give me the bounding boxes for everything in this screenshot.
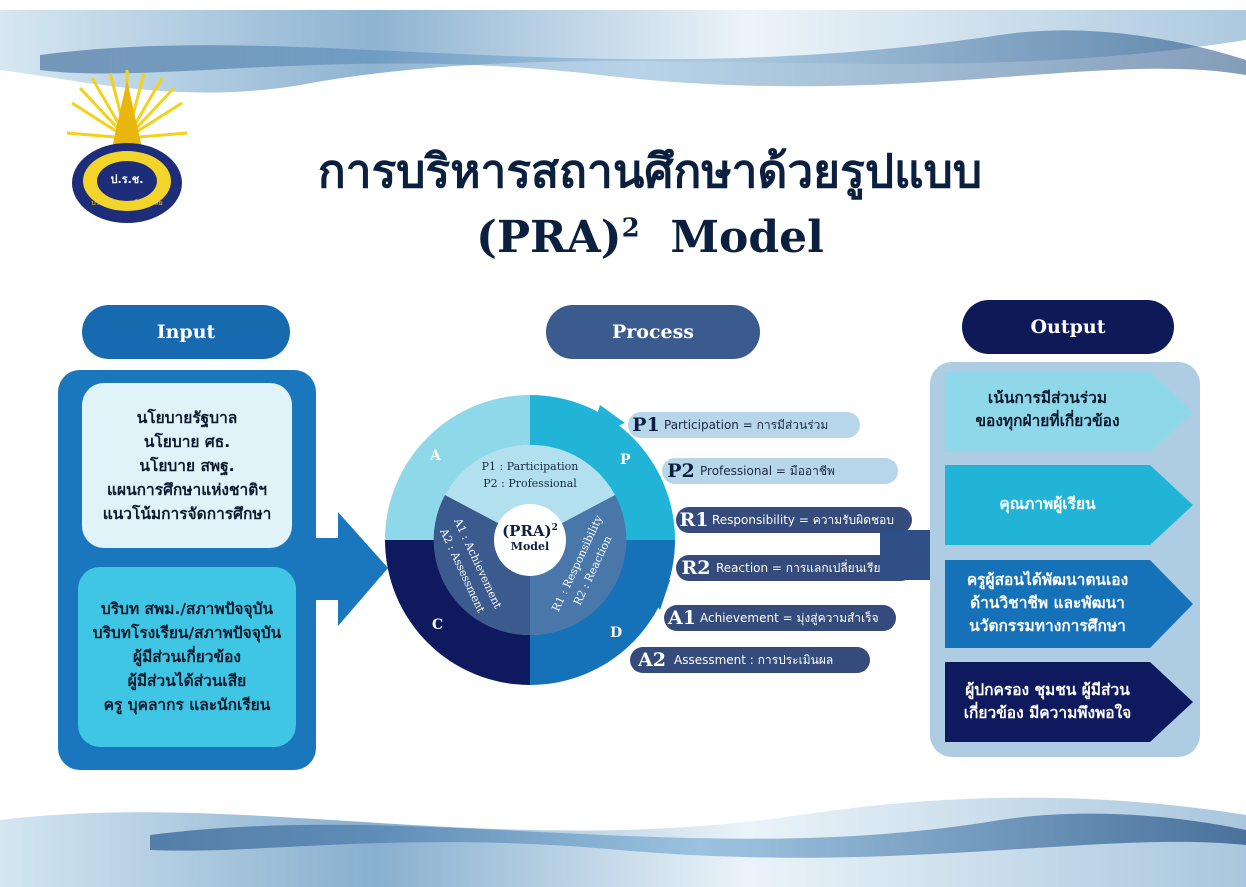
output-header: Output xyxy=(962,300,1174,354)
output-item-4: ผู้ปกครอง ชุมชน ผู้มีส่วน เกี่ยวข้อง มีค… xyxy=(945,679,1150,725)
pra-cycle-diagram xyxy=(385,395,675,685)
process-item-code: P1 xyxy=(632,414,660,436)
input-box-context: บริบท สพม./สภาพปัจจุบัน บริบทโรงเรียน/สภ… xyxy=(78,567,296,747)
output-chevron-2 xyxy=(945,465,1193,545)
process-item-p2: P2 Professional = มืออาชีพ xyxy=(662,458,898,484)
output-chevron-3 xyxy=(945,560,1193,648)
page-title: การบริหารสถานศึกษาด้วยรูปแบบ xyxy=(317,144,983,198)
input-box-policies: นโยบายรัฐบาล นโยบาย ศธ. นโยบาย สพฐ. แผนก… xyxy=(82,383,292,548)
output-item-1: เน้นการมีส่วนร่วม ของทุกฝ่ายที่เกี่ยวข้อ… xyxy=(945,387,1150,433)
title-model: Model xyxy=(670,212,824,263)
center-circle xyxy=(494,504,566,576)
process-item-code: R1 xyxy=(679,509,709,531)
output-item-1-line-2: ของทุกฝ่ายที่เกี่ยวข้อง xyxy=(975,412,1120,430)
process-item-label: Professional = มืออาชีพ xyxy=(700,463,835,478)
center-pra: (PRA) xyxy=(502,522,552,540)
output-item-2-line-1: คุณภาพผู้เรียน xyxy=(999,495,1096,513)
input-context-5: ครู บุคลากร และนักเรียน xyxy=(103,696,271,714)
process-item-label: Reaction = การแลกเปลี่ยนเรียนรู้ xyxy=(716,560,896,575)
input-policy-3: นโยบาย สพฐ. xyxy=(139,456,235,475)
process-item-label: Participation = การมีส่วนร่วม xyxy=(664,417,829,432)
center-superscript: 2 xyxy=(551,523,558,533)
process-header: Process xyxy=(546,305,760,359)
input-policy-5: แนวโน้มการจัดการศึกษา xyxy=(102,504,272,523)
process-item-r2: R2 Reaction = การแลกเปลี่ยนเรียนรู้ xyxy=(676,555,914,581)
input-policy-1: นโยบายรัฐบาล xyxy=(136,408,238,427)
logo-ring-text: ปรินส์รอยแยลส์วิทยาลัย xyxy=(91,199,163,207)
school-logo-emblem xyxy=(66,70,188,223)
process-item-code: R2 xyxy=(681,557,711,579)
output-item-3-line-1: ครูผู้สอนได้พัฒนาตนเอง xyxy=(966,571,1129,589)
output-item-2: คุณภาพผู้เรียน xyxy=(945,493,1150,516)
process-item-code: A2 xyxy=(638,649,666,671)
output-item-4-line-2: เกี่ยวข้อง มีความพึงพอใจ xyxy=(963,704,1132,722)
quadrant-c-label: C xyxy=(432,617,444,633)
process-item-r1: R1 Responsibility = ความรับผิดชอบ xyxy=(676,507,912,533)
quadrant-p-label: P xyxy=(620,452,631,468)
quadrant-p-arc xyxy=(530,395,675,540)
quadrant-c-arc xyxy=(385,540,530,685)
process-item-code: A1 xyxy=(668,607,696,629)
inner-top-text: P1 : Participation P2 : Professional xyxy=(465,458,595,492)
process-item-label: Achievement = มุ่งสู่ความสำเร็จ xyxy=(700,610,879,625)
inner-top-line-2: P2 : Professional xyxy=(483,477,577,490)
process-item-a1: A1 Achievement = มุ่งสู่ความสำเร็จ xyxy=(664,605,896,631)
process-item-label: Assessment : การประเมินผล xyxy=(674,652,834,667)
output-item-3-line-3: นวัตกรรมทางการศึกษา xyxy=(969,617,1126,635)
page-subtitle: (PRA)2 Model xyxy=(200,212,1100,263)
inner-top-piece xyxy=(445,444,615,540)
output-item-1-line-1: เน้นการมีส่วนร่วม xyxy=(987,389,1108,407)
input-policy-2: นโยบาย ศธ. xyxy=(143,432,231,451)
output-chevron-4 xyxy=(945,662,1193,742)
title-pra: (PRA) xyxy=(476,212,622,263)
input-policy-4: แผนการศึกษาแห่งชาติฯ xyxy=(107,480,267,499)
logo-text: ป.ร.ช. xyxy=(110,173,144,186)
process-item-p1: P1 Participation = การมีส่วนร่วม xyxy=(628,412,860,438)
output-chevrons xyxy=(945,372,1193,742)
output-item-3-line-2: ด้านวิชาชีพ และพัฒนา xyxy=(970,594,1125,612)
input-context-4: ผู้มีส่วนได้ส่วนเสีย xyxy=(127,672,247,690)
input-to-process-arrow xyxy=(300,512,388,626)
input-context-2: บริบทโรงเรียน/สภาพปัจจุบัน xyxy=(92,624,282,642)
quadrant-a-arc xyxy=(385,395,530,540)
process-item-code: P2 xyxy=(667,460,695,482)
inner-top-line-1: P1 : Participation xyxy=(481,460,579,473)
input-header: Input xyxy=(82,305,290,359)
quadrant-d-arc xyxy=(530,540,675,685)
title-superscript: 2 xyxy=(621,213,640,244)
process-item-a2: A2 Assessment : การประเมินผล xyxy=(630,647,870,673)
input-context-1: บริบท สพม./สภาพปัจจุบัน xyxy=(100,600,274,618)
quadrant-a-label: A xyxy=(430,448,441,464)
output-chevron-1 xyxy=(945,372,1193,452)
center-model-label: (PRA)2 Model xyxy=(495,522,565,553)
output-item-4-line-1: ผู้ปกครอง ชุมชน ผู้มีส่วน xyxy=(965,681,1130,699)
output-item-3: ครูผู้สอนได้พัฒนาตนเอง ด้านวิชาชีพ และพั… xyxy=(945,569,1150,638)
center-model: Model xyxy=(510,540,550,553)
process-item-label: Responsibility = ความรับผิดชอบ xyxy=(712,512,894,527)
quadrant-d-label: D xyxy=(610,625,623,641)
input-context-3: ผู้มีส่วนเกี่ยวข้อง xyxy=(132,648,241,666)
